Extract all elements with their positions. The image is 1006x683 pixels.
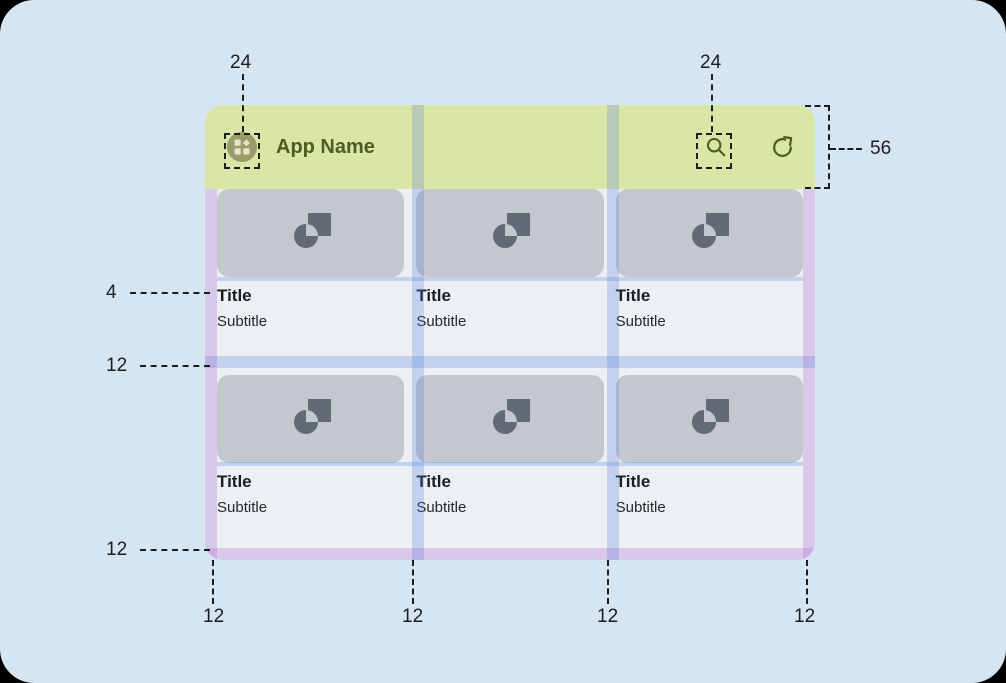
card-text: Title Subtitle — [416, 462, 604, 548]
annotation-logo-inset-line — [242, 74, 244, 132]
card-title: Title — [217, 471, 252, 491]
card-subtitle: Subtitle — [416, 498, 467, 516]
card-subtitle: Subtitle — [217, 313, 268, 331]
annotation-bottom-tick-label: 12 — [597, 606, 619, 627]
app-title: App Name — [276, 135, 375, 158]
image-placeholder-icon — [416, 189, 604, 277]
annotation-search-inset-label: 24 — [700, 52, 722, 73]
annotation-appbar-height-bracket — [805, 105, 830, 189]
annotation-row-gap-line — [140, 365, 210, 367]
card-text: Title Subtitle — [615, 462, 803, 548]
card-text: Title Subtitle — [416, 277, 604, 363]
annotation-bottom-tick-label: 12 — [402, 606, 424, 627]
search-icon[interactable] — [703, 134, 729, 160]
card-title: Title — [416, 471, 451, 491]
card-title: Title — [217, 286, 252, 305]
image-placeholder-icon — [615, 189, 803, 277]
annotation-bottom-tick-line — [806, 560, 808, 604]
search-measure-box — [696, 133, 732, 169]
card-subtitle: Subtitle — [217, 498, 268, 516]
app-mockup-frame: App Name — [205, 105, 815, 560]
annotation-search-inset-line — [711, 74, 713, 132]
image-placeholder-icon — [217, 189, 405, 277]
card-item[interactable]: Title Subtitle — [615, 189, 803, 363]
app-bar-actions — [703, 105, 795, 189]
annotation-row-gap-label: 12 — [106, 355, 128, 376]
image-placeholder-icon — [217, 374, 405, 463]
annotation-title-gap-line — [130, 292, 210, 294]
logo-measure-box — [224, 133, 260, 169]
card-item[interactable]: Title Subtitle — [217, 374, 405, 548]
app-grid-logo-icon[interactable] — [227, 132, 257, 162]
card-item[interactable]: Title Subtitle — [416, 189, 604, 363]
annotation-bottom-margin-label: 12 — [106, 539, 128, 560]
card-item[interactable]: Title Subtitle — [615, 374, 803, 548]
annotation-bottom-tick-line — [212, 560, 214, 604]
annotation-bottom-tick-label: 12 — [203, 606, 225, 627]
annotation-appbar-height-line — [830, 148, 862, 150]
annotation-bottom-margin-line — [140, 549, 210, 551]
image-placeholder-icon — [416, 374, 604, 463]
app-bar-leading: App Name — [205, 132, 375, 162]
card-grid: Title Subtitle Title Subtitle — [205, 189, 815, 560]
card-title: Title — [416, 286, 451, 305]
card-subtitle: Subtitle — [615, 498, 666, 516]
annotation-bottom-tick-label: 12 — [794, 606, 816, 627]
annotation-logo-inset-label: 24 — [230, 52, 252, 73]
card-subtitle: Subtitle — [416, 313, 467, 331]
annotation-bottom-tick-line — [412, 560, 414, 604]
card-title: Title — [615, 286, 651, 305]
card-text: Title Subtitle — [217, 462, 405, 548]
card-title: Title — [615, 471, 651, 491]
annotation-title-gap-label: 4 — [106, 282, 117, 303]
card-item[interactable]: Title Subtitle — [416, 374, 604, 548]
annotation-appbar-height-label: 56 — [870, 138, 892, 159]
annotation-bottom-tick-line — [607, 560, 609, 604]
card-subtitle: Subtitle — [615, 313, 666, 331]
app-bar: App Name — [205, 105, 815, 189]
image-placeholder-icon — [615, 374, 803, 463]
card-item[interactable]: Title Subtitle — [217, 189, 405, 363]
card-text: Title Subtitle — [217, 277, 405, 363]
refresh-icon[interactable] — [769, 134, 795, 160]
card-text: Title Subtitle — [615, 277, 803, 363]
